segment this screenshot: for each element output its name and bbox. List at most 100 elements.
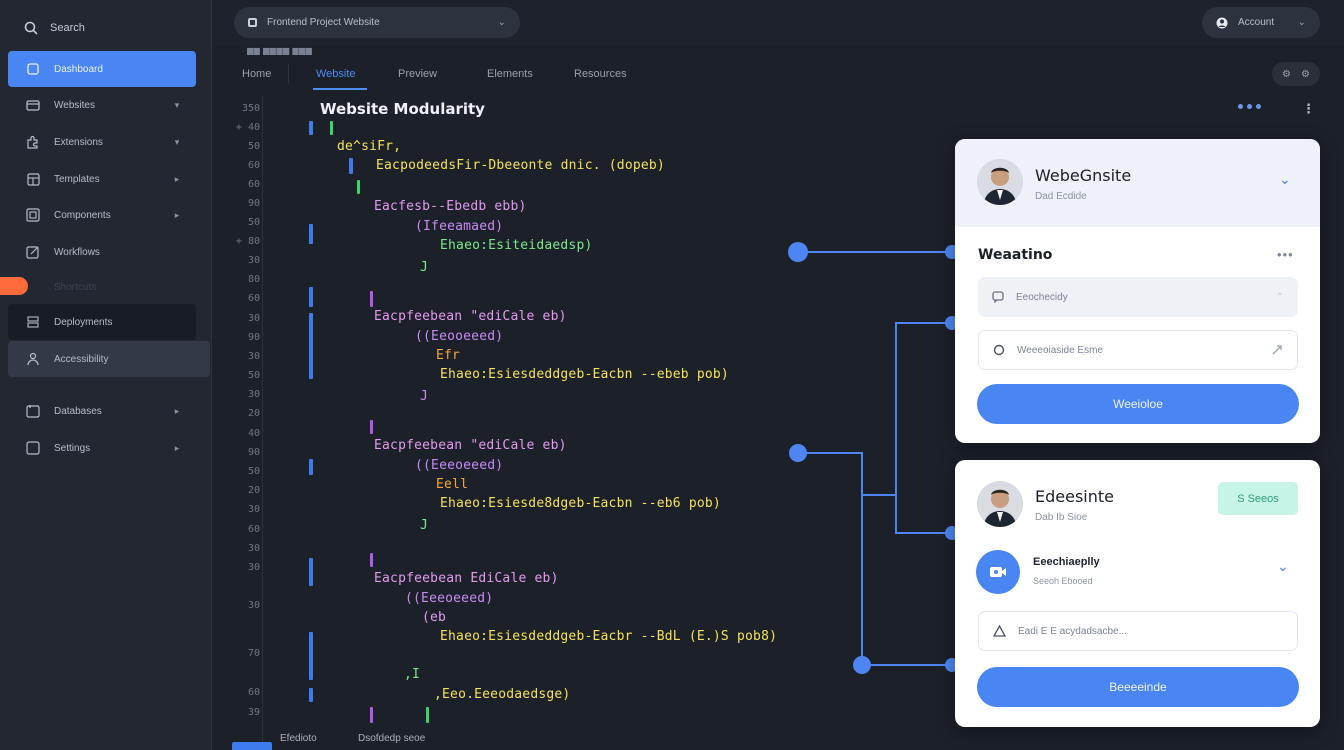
expand-icon [1272, 345, 1282, 355]
chevron-down-icon[interactable]: ▾ [174, 99, 180, 110]
change-marker [426, 707, 429, 723]
avatar [977, 159, 1023, 205]
search-icon [24, 21, 38, 35]
sidebar-item-databases[interactable]: Databases ▸ [8, 393, 196, 429]
code-line[interactable]: Eacpfeebean "ediCale eb) [374, 309, 567, 324]
sidebar-item-label: Deployments [54, 316, 113, 328]
item-title: Eeechiaeplly [1033, 556, 1100, 568]
status-left[interactable]: Efedioto [280, 733, 317, 744]
tab-resources[interactable]: Resources [574, 68, 627, 80]
card-title: WebeGnsite [1035, 166, 1132, 185]
tab-preview[interactable]: Preview [398, 68, 438, 80]
sidebar-item-dashboard[interactable]: Dashboard [8, 51, 196, 87]
chevron-right-icon[interactable]: ▸ [174, 405, 180, 416]
status-indicator [232, 742, 272, 750]
code-line[interactable]: (Ifeeamaed) [415, 219, 504, 234]
more-options-icon[interactable]: ⋮ [1302, 101, 1315, 116]
tab-elements[interactable]: Elements [487, 68, 533, 80]
name-field[interactable]: Weeeoiaside Esme [978, 330, 1298, 370]
code-line[interactable]: Ehaeo:Esiesdeddgeb-Eacbr --BdL (E.)S pob… [440, 629, 778, 644]
line-number: 60 [247, 179, 260, 190]
settings-icon[interactable]: ⚙ [1282, 68, 1291, 80]
line-number: 20 [247, 408, 260, 419]
change-marker [370, 291, 373, 307]
sidebar-item-label: Dashboard [54, 63, 103, 75]
code-line[interactable]: J [420, 518, 429, 533]
chevron-right-icon[interactable]: ▸ [174, 209, 180, 220]
line-number: 60 [247, 160, 260, 171]
alert-field-text: Eadi E E acydadsacbe... [1018, 625, 1127, 637]
avatar [977, 481, 1023, 527]
code-line[interactable]: J [420, 389, 429, 404]
sidebar-item-accessibility[interactable]: Accessibility [8, 341, 210, 377]
code-line[interactable]: Eacpfeebean "ediCale eb) [374, 438, 567, 453]
primary-button[interactable]: Weeioloe [977, 384, 1299, 424]
name-field-text: Weeeoiaside Esme [1017, 344, 1103, 356]
line-number: 20 [247, 485, 260, 496]
line-number: 50 [247, 141, 260, 152]
code-line[interactable]: Ehaeo:Esiesde8dgeb-Eacbn --eb6 pob) [440, 496, 721, 511]
more-icon[interactable]: ••• [1277, 247, 1294, 262]
status-badge: S Seeos [1218, 482, 1298, 515]
sidebar-search-label: Search [50, 22, 85, 34]
sidebar-item-label: Settings [54, 442, 91, 454]
line-number: 30 [247, 562, 260, 573]
sidebar-item-label: Templates [54, 173, 100, 185]
code-line[interactable]: Efr [436, 348, 461, 363]
line-number: 50 [247, 466, 260, 477]
user-icon [1216, 17, 1228, 28]
status-right[interactable]: Dsofdedp seoe [358, 733, 426, 744]
code-line[interactable]: EacpodeedsFir-Dbeeonte dnic. (dopeb) [376, 158, 665, 173]
circle-icon [993, 344, 1005, 356]
chevron-right-icon[interactable]: ▸ [174, 442, 180, 453]
sidebar-item-templates[interactable]: Templates ▸ [8, 161, 196, 197]
account-label: Account [1238, 17, 1275, 28]
item-subtitle: Seeoh Ebooed [1033, 576, 1093, 586]
alert-field[interactable]: Eadi E E acydadsacbe... [978, 611, 1298, 651]
code-line[interactable]: Eell [436, 477, 469, 492]
code-line[interactable]: ,I [404, 667, 421, 682]
line-number: 90 [247, 198, 260, 209]
sidebar-item-extensions[interactable]: Extensions ▾ [8, 124, 196, 160]
sidebar-item-settings[interactable]: Settings ▸ [8, 430, 196, 466]
search-field[interactable]: Eeochecidy ⌃ [978, 277, 1298, 317]
chevron-down-icon[interactable]: ▾ [174, 136, 180, 147]
code-line[interactable]: ((Eeeoeeed) [415, 458, 504, 473]
project-selector[interactable]: Frontend Project Website ⌄ [234, 7, 520, 38]
change-marker [309, 287, 313, 307]
code-line[interactable]: ((Eeeoeeed) [405, 591, 494, 606]
account-selector[interactable]: Account ⌄ [1202, 7, 1320, 38]
code-line[interactable]: Eacpfeebean EdiCale eb) [374, 571, 559, 586]
code-line[interactable]: J [420, 260, 429, 275]
chevron-down-icon: ⌄ [1297, 17, 1306, 28]
chevron-down-icon: ⌄ [497, 17, 506, 28]
sidebar-item-components[interactable]: Components ▸ [8, 197, 196, 233]
sidebar-item-workflows[interactable]: Workflows [8, 234, 196, 270]
tab-website[interactable]: Website [316, 68, 356, 80]
primary-button[interactable]: Beeeeinde [977, 667, 1299, 707]
chevron-down-icon[interactable]: ⌄ [1279, 171, 1291, 187]
line-number: 60 [247, 293, 260, 304]
sidebar-item-websites[interactable]: Websites ▾ [8, 87, 196, 123]
settings-icon[interactable]: ⚙ [1301, 68, 1310, 80]
tab-actions[interactable]: ⚙ ⚙ [1272, 62, 1320, 86]
folder-icon [26, 98, 40, 112]
sidebar-item-deployments[interactable]: Deployments [8, 304, 196, 340]
line-number: 39 [247, 707, 260, 718]
code-line[interactable]: ((Eeooeeed) [415, 329, 504, 344]
sidebar-item-label: Components [54, 209, 111, 221]
tab-home[interactable]: Home [242, 68, 272, 80]
code-line[interactable]: Ehaeo:Esiteidaedsp) [440, 238, 593, 253]
chevron-down-icon[interactable]: ⌄ [1277, 558, 1289, 574]
code-line[interactable]: Ehaeo:Esiesdeddgeb-Eacbn --ebeb pob) [440, 367, 729, 382]
code-line[interactable]: Eacfesb--Ebedb ebb) [374, 199, 527, 214]
status-bar: Efedioto Dsofdedp seoe [212, 728, 1344, 750]
code-line[interactable]: de^siFr, [337, 139, 402, 154]
code-line[interactable]: (eb [422, 610, 447, 625]
code-line[interactable]: ,Eeo.Eeeodaedsge) [434, 687, 571, 702]
feature-icon[interactable] [976, 550, 1020, 594]
chevron-right-icon[interactable]: ▸ [174, 173, 180, 184]
settings-icon [26, 441, 40, 455]
notification-tab[interactable] [0, 277, 28, 295]
sidebar-search[interactable]: Search [24, 16, 194, 40]
